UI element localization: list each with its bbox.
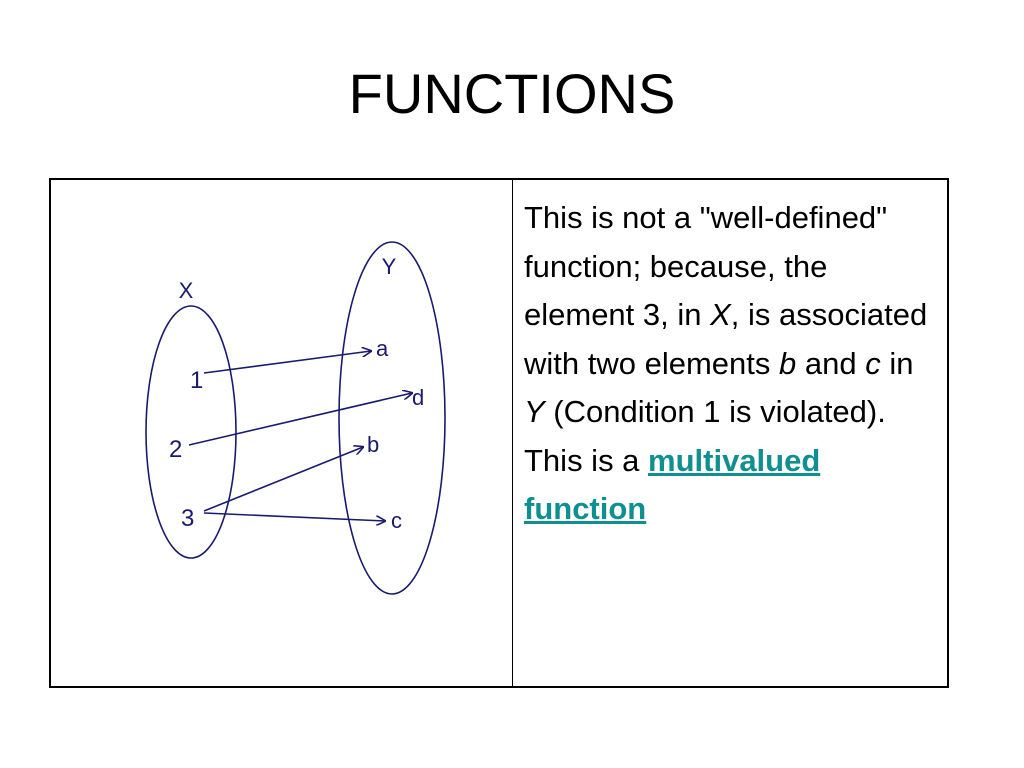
set-y-ref: Y [524,394,545,429]
codomain-element-a: a [376,336,389,361]
domain-element-1: 1 [190,367,203,394]
set-y-ellipse [338,241,446,595]
explanation-part-5: (Condition 1 is violated). This is a [524,394,886,478]
codomain-element-d: d [412,385,424,410]
mapping-arrow-3-to-b [203,447,363,512]
explanation-text: This is not a "well-defined" function; b… [524,194,937,534]
set-x-ellipse [145,305,237,559]
diagram-cell: X Y 1 2 3 a d b c [51,180,513,686]
explanation-part-1: This is not a "well-defined" function; b… [524,200,888,332]
mapping-arrow-3-to-c [203,512,385,521]
slide-title: FUNCTIONS [348,62,676,125]
function-mapping-diagram: X Y 1 2 3 a d b c [145,241,446,595]
domain-element-2: 2 [169,436,182,463]
codomain-element-b: b [367,432,379,457]
codomain-element-c: c [391,508,402,533]
domain-element-3: 3 [181,505,194,532]
explanation-part-4: in [880,345,914,381]
explanation-part-2: , is associated with two elements [524,297,928,381]
element-b-ref: b [779,345,797,381]
set-y-label: Y [382,254,397,279]
explanation-cell: This is not a "well-defined" function; b… [513,180,947,686]
set-x-label: X [179,278,194,303]
multivalued-function-link[interactable]: multivalued function [524,442,821,527]
content-table: X Y 1 2 3 a d b c This is not a "well-de… [49,178,949,688]
mapping-arrow-2-to-d [188,393,412,446]
element-c-ref: c [865,345,881,381]
explanation-part-3: and [796,345,866,381]
mapping-arrow-1-to-a [203,351,371,374]
set-x-ref: X [710,297,731,332]
